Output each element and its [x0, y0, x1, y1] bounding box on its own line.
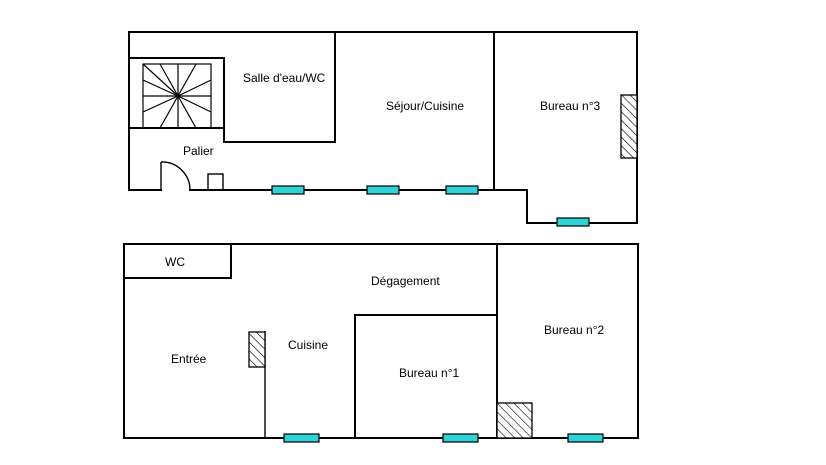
wall-bureau1: [354, 314, 498, 439]
staircase: [142, 63, 212, 129]
room-label-bureau3: Bureau n°3: [540, 99, 601, 113]
chimney-bureau3: [620, 94, 638, 159]
door-palier: [160, 161, 191, 191]
wall-salle-eau: [223, 57, 336, 143]
lower-outer-wall: [123, 243, 639, 439]
upper-floor: Salle d'eau/WC Séjour/Cuisine Bureau n°3…: [128, 31, 638, 227]
room-label-sejour: Séjour/Cuisine: [386, 99, 464, 113]
room-label-salle-eau: Salle d'eau/WC: [243, 71, 326, 85]
window-upper-1: [271, 185, 305, 195]
room-label-entree: Entrée: [171, 352, 207, 366]
room-label-wc: WC: [165, 255, 185, 269]
wall-wc: [123, 243, 232, 279]
room-label-bureau2: Bureau n°2: [544, 323, 605, 337]
window-lower-1: [283, 433, 320, 443]
room-label-degagement: Dégagement: [371, 274, 440, 288]
window-upper-4: [556, 217, 590, 227]
lower-floor: WC Dégagement Bureau n°2 Cuisine Entrée …: [123, 243, 639, 443]
window-lower-3: [567, 433, 604, 443]
chimney-bureau2: [496, 402, 533, 439]
window-upper-2: [366, 185, 400, 195]
room-label-bureau1: Bureau n°1: [399, 366, 460, 380]
window-lower-2: [442, 433, 479, 443]
window-upper-3: [445, 185, 479, 195]
room-label-cuisine: Cuisine: [288, 338, 328, 352]
chimney-entree: [248, 331, 266, 368]
room-label-palier: Palier: [183, 144, 214, 158]
palier-box: [207, 173, 224, 191]
